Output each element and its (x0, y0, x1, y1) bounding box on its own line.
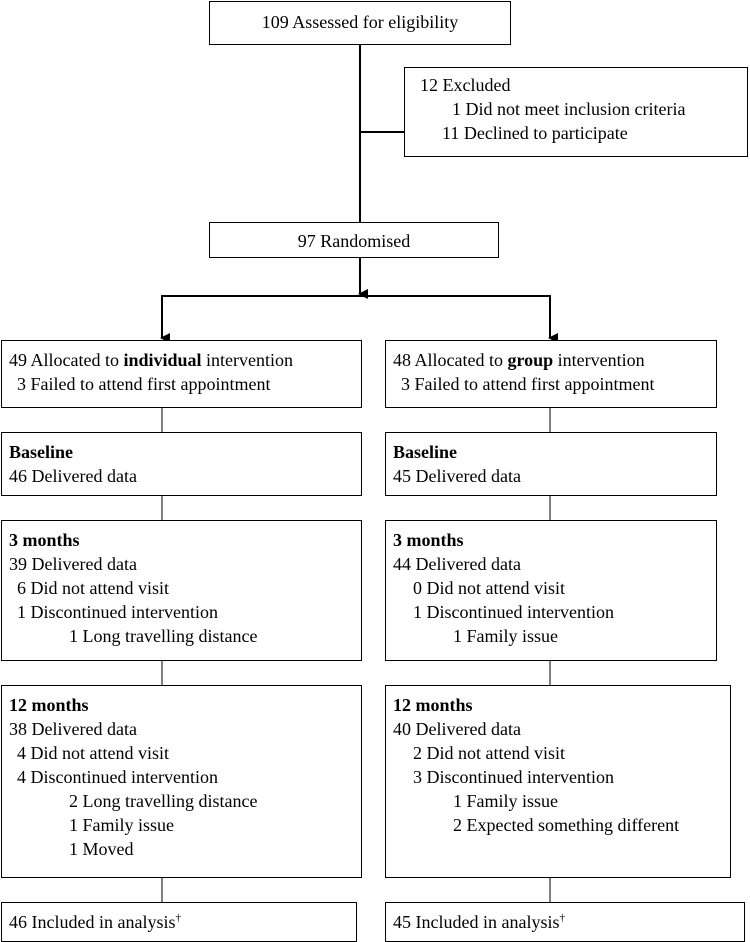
group-analysis-text: 45 Included in analysis† (393, 910, 737, 934)
group-3months-data: 44 Delivered data (393, 554, 521, 574)
assessed-text: 109 Assessed for eligibility (261, 12, 459, 32)
group-3months-discontinued: 1 Discontinued intervention (413, 602, 614, 622)
group-3months-title: 3 months (393, 530, 464, 550)
individual-baseline-data: 46 Delivered data (9, 466, 137, 486)
group-3months-reason: 1 Family issue (453, 626, 559, 646)
allocation-suffix: intervention (553, 350, 645, 370)
group-12months-title: 12 months (393, 695, 473, 715)
individual-baseline-title: Baseline (9, 442, 74, 462)
individual-12months-title: 12 months (9, 695, 89, 715)
group-baseline-box: Baseline 45 Delivered data (385, 432, 717, 496)
individual-analysis-box: 46 Included in analysis† (1, 902, 357, 942)
individual-3months-box: 3 months 39 Delivered data 6 Did not att… (1, 520, 362, 661)
assessed-box: 109 Assessed for eligibility (209, 1, 511, 45)
group-12months-notattend: 2 Did not attend visit (413, 743, 565, 763)
individual-12months-notattend: 4 Did not attend visit (17, 743, 169, 763)
analysis-count: 46 Included in analysis (9, 912, 176, 932)
group-3months-box: 3 months 44 Delivered data 0 Did not att… (385, 520, 717, 661)
analysis-count: 45 Included in analysis (393, 912, 560, 932)
individual-allocation-box: 49 Allocated to individual intervention … (1, 340, 362, 408)
randomised-text: 97 Randomised (297, 231, 411, 251)
individual-12months-reason: 1 Moved (69, 839, 134, 859)
individual-3months-data: 39 Delivered data (9, 554, 137, 574)
allocation-arm: group (507, 350, 554, 370)
allocation-suffix: intervention (201, 350, 294, 370)
individual-3months-discontinued: 1 Discontinued intervention (17, 602, 218, 622)
allocation-arm: individual (123, 350, 202, 370)
excluded-box: 12 Excluded 1 Did not meet inclusion cri… (404, 67, 748, 157)
individual-allocation-text: 49 Allocated to individual intervention (9, 348, 354, 372)
group-failed-text: 3 Failed to attend first appointment (401, 374, 655, 394)
individual-3months-reason: 1 Long travelling distance (69, 626, 258, 646)
group-12months-box: 12 months 40 Delivered data 2 Did not at… (385, 685, 731, 878)
individual-baseline-box: Baseline 46 Delivered data (1, 432, 362, 496)
group-allocation-box: 48 Allocated to group intervention 3 Fai… (385, 340, 717, 408)
allocation-prefix: 49 Allocated to (9, 350, 124, 370)
group-baseline-data: 45 Delivered data (393, 466, 521, 486)
dagger-footnote-mark: † (175, 912, 181, 924)
group-baseline-title: Baseline (393, 442, 458, 462)
individual-analysis-text: 46 Included in analysis† (9, 910, 349, 934)
group-12months-discontinued: 3 Discontinued intervention (413, 767, 614, 787)
group-12months-reason: 1 Family issue (453, 791, 559, 811)
individual-12months-box: 12 months 38 Delivered data 4 Did not at… (1, 685, 362, 878)
group-analysis-box: 45 Included in analysis† (385, 902, 745, 942)
individual-3months-notattend: 6 Did not attend visit (17, 578, 169, 598)
dagger-footnote-mark: † (559, 912, 565, 924)
allocation-prefix: 48 Allocated to (393, 350, 508, 370)
individual-12months-reason: 2 Long travelling distance (69, 791, 258, 811)
individual-3months-title: 3 months (9, 530, 80, 550)
group-allocation-text: 48 Allocated to group intervention (393, 348, 709, 372)
individual-12months-reason: 1 Family issue (69, 815, 175, 835)
excluded-item: 11 Declined to participate (442, 123, 628, 143)
excluded-item: 1 Did not meet inclusion criteria (452, 99, 686, 119)
individual-12months-data: 38 Delivered data (9, 719, 137, 739)
excluded-title: 12 Excluded (420, 75, 511, 95)
randomised-box: 97 Randomised (209, 222, 499, 258)
individual-12months-discontinued: 4 Discontinued intervention (17, 767, 218, 787)
group-3months-notattend: 0 Did not attend visit (413, 578, 565, 598)
group-12months-reason: 2 Expected something different (453, 815, 680, 835)
individual-failed-text: 3 Failed to attend first appointment (17, 374, 271, 394)
group-12months-data: 40 Delivered data (393, 719, 521, 739)
